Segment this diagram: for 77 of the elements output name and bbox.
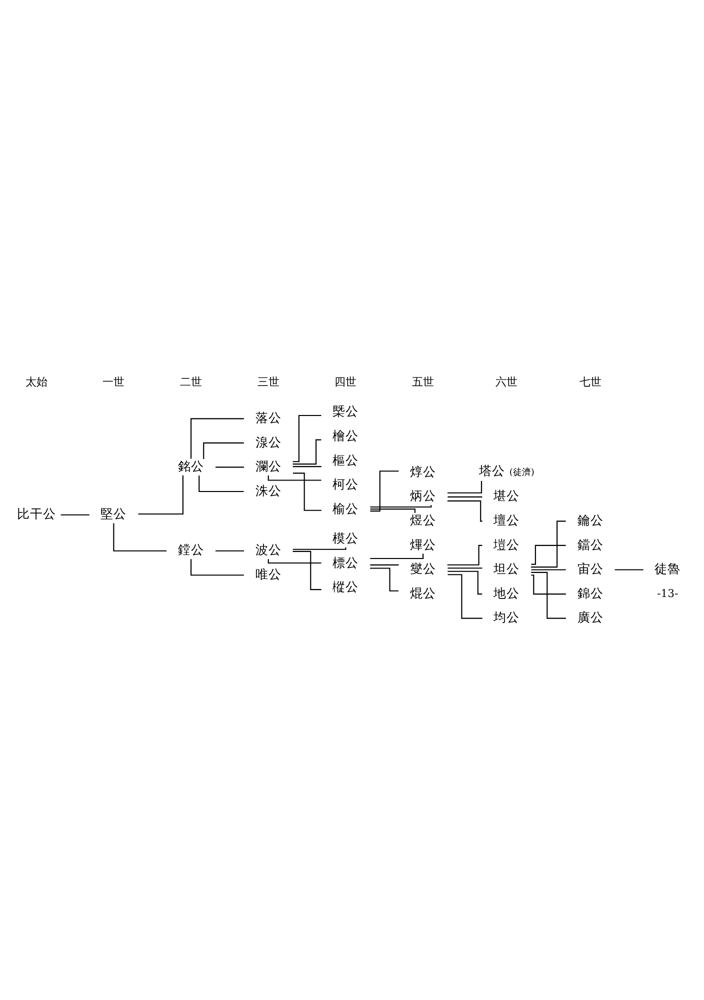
node-text: 檜公: [332, 427, 359, 442]
connector: [113, 522, 167, 551]
connector: [190, 418, 244, 458]
node-text: 坦公: [494, 560, 520, 576]
label: 七世: [579, 374, 602, 388]
connector: [447, 544, 482, 565]
node-text: 槩公: [332, 403, 359, 418]
node-text: 柯公: [332, 476, 359, 492]
connector: [292, 546, 346, 550]
node-text: 榆公: [332, 500, 359, 516]
node-text: 湶公: [255, 434, 282, 449]
label: 一世: [102, 374, 125, 388]
connector: [198, 474, 244, 492]
connector: [531, 544, 566, 564]
node-text: 徒魯: [654, 560, 681, 576]
connector: [447, 500, 482, 522]
node-text: 鑰公: [577, 512, 604, 528]
node-text: 堅公: [100, 506, 127, 521]
connector: [292, 472, 322, 510]
connector: [448, 567, 482, 568]
connector: [448, 496, 482, 497]
connector: [60, 514, 90, 515]
connector: [292, 414, 322, 462]
node-text: 宙公: [577, 560, 604, 576]
label: 三世: [257, 374, 280, 388]
node-text: 錦公: [577, 584, 604, 600]
node-text: 煜公: [410, 512, 436, 528]
connector: [203, 442, 244, 458]
label: -13-: [657, 586, 678, 600]
node-text: 瀾公: [255, 458, 282, 474]
node-text: 燮公: [410, 560, 436, 576]
connector: [370, 564, 399, 565]
node-text: 比干公: [17, 506, 56, 521]
node-text: 壇公: [494, 512, 520, 528]
connector: [614, 568, 644, 570]
connector: [448, 480, 482, 493]
node-text: 樞公: [332, 452, 359, 467]
node-text: 銘公: [178, 458, 204, 474]
node-text: 樅公: [332, 578, 359, 594]
connector: [531, 571, 566, 618]
node-text: 熚公: [410, 536, 436, 552]
connector: [531, 574, 566, 594]
node-text: 洙公: [255, 482, 282, 498]
connector: [216, 550, 244, 551]
node-text: 模公: [332, 530, 359, 545]
connector: [190, 558, 244, 576]
node-text: 廣公: [577, 609, 604, 624]
connector: [370, 504, 432, 508]
connector: [531, 568, 566, 570]
node-text: 塔公: [478, 462, 505, 478]
connector: [216, 466, 244, 468]
node-text: 唯公: [255, 566, 282, 581]
connector: [370, 508, 416, 512]
label: 五世: [412, 374, 434, 388]
node-text: 標公: [332, 554, 359, 570]
node-text: 均公: [494, 609, 520, 624]
node-text: 地公: [494, 584, 520, 600]
label: 太始: [25, 374, 48, 388]
connector: [292, 466, 322, 467]
label: 二世: [180, 374, 202, 388]
node-text: 落公: [255, 409, 282, 424]
node-text: 鏜公: [178, 542, 204, 557]
node-text: 焜公: [410, 584, 436, 600]
connector: [370, 470, 399, 512]
connector: [448, 574, 482, 618]
node-text: 塏公: [494, 536, 520, 552]
connector: [448, 570, 482, 594]
node-text: 焞公: [410, 463, 436, 478]
label: 四世: [334, 374, 357, 388]
node-text: 炳公: [410, 488, 436, 503]
connector: [268, 558, 322, 564]
label: 六世: [496, 374, 518, 388]
node-label: (徒濟): [509, 468, 534, 478]
node-text: 堪公: [494, 488, 520, 503]
node-text: 波公: [255, 542, 282, 557]
connector: [138, 474, 184, 514]
node-text: 鐺公: [577, 536, 604, 552]
